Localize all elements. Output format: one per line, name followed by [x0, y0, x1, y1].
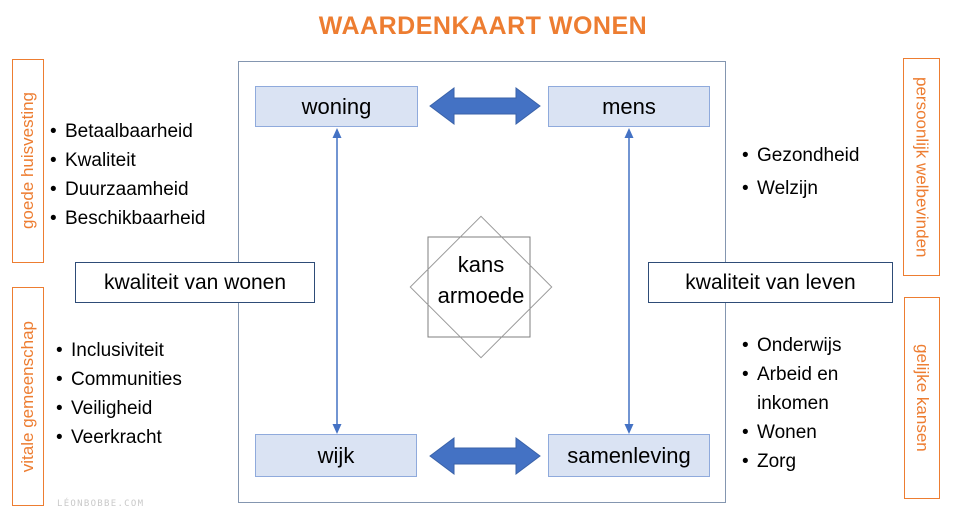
list-item: • Wonen: [742, 418, 870, 447]
node-woning: woning: [255, 86, 418, 127]
list-item-text: Kwaliteit: [65, 150, 136, 171]
bullet-icon: •: [742, 364, 749, 385]
list-item: • Onderwijs: [742, 331, 870, 360]
list-item: • Beschikbaarheid: [50, 204, 205, 233]
list-item: • Gezondheid: [742, 139, 859, 172]
side-label-goede-huisvesting: goede huisvesting: [12, 59, 44, 263]
list-item: • Zorg: [742, 447, 870, 476]
list-item-text: Communities: [71, 369, 182, 390]
bullet-icon: •: [742, 335, 749, 356]
bullet-icon: •: [56, 340, 63, 361]
list-item: • Inclusiviteit: [56, 336, 182, 365]
list-item-text: Wonen: [757, 422, 817, 443]
bullet-list-vitale-gemeenschap: • Inclusiviteit • Communities • Veiligheid • Ve…: [56, 336, 182, 452]
list-item: • Communities: [56, 365, 182, 394]
page-title: WAARDENKAART WONEN: [318, 12, 648, 40]
bullet-icon: •: [742, 145, 749, 166]
bullet-list-goede-huisvesting: • Betaalbaarheid • Kwaliteit • Duurzaamheid • B…: [50, 117, 205, 233]
node-wijk: wijk: [255, 434, 417, 477]
bullet-list-gelijke-kansen: • Onderwijs • Arbeid en inkomen • Wonen • Zorg: [742, 331, 870, 476]
bullet-icon: •: [50, 150, 57, 171]
side-label-text: persoonlijk welbevinden: [912, 76, 932, 258]
center-star-line1: kans: [457, 252, 505, 277]
watermark: LÉONBOBBE.COM: [57, 499, 145, 509]
bullet-icon: •: [50, 121, 57, 142]
list-item-text: Welzijn: [757, 178, 818, 199]
center-star-line2: armoede: [437, 283, 525, 308]
list-item: • Veerkracht: [56, 423, 182, 452]
list-item-text: Betaalbaarheid: [65, 121, 193, 142]
side-label-text: gelijke kansen: [913, 344, 932, 452]
list-item-text: Beschikbaarheid: [65, 208, 206, 229]
list-item-text: Duurzaamheid: [65, 179, 189, 200]
bullet-icon: •: [742, 422, 749, 443]
label-kwaliteit-van-leven: kwaliteit van leven: [648, 262, 893, 303]
list-item-text: Gezondheid: [757, 145, 860, 166]
bullet-list-persoonlijk-welbevinden: • Gezondheid • Welzijn: [742, 139, 859, 205]
side-label-persoonlijk-welbevinden: persoonlijk welbevinden: [903, 58, 940, 276]
side-label-vitale-gemeenschap: vitale gemeenschap: [12, 287, 44, 506]
node-mens: mens: [548, 86, 710, 127]
label-kwaliteit-van-wonen: kwaliteit van wonen: [75, 262, 315, 303]
side-label-text: vitale gemeenschap: [18, 320, 37, 473]
side-label-gelijke-kansen: gelijke kansen: [904, 297, 940, 499]
list-item: • Arbeid en inkomen: [742, 360, 870, 418]
list-item-text: Inclusiviteit: [71, 340, 164, 361]
center-star-label: kans armoede: [399, 249, 563, 311]
bullet-icon: •: [742, 178, 749, 199]
list-item-text: Onderwijs: [757, 335, 842, 356]
bullet-icon: •: [56, 398, 63, 419]
list-item-text: Zorg: [757, 451, 797, 472]
side-label-text: goede huisvesting: [18, 92, 37, 230]
bullet-icon: •: [56, 369, 63, 390]
list-item: • Betaalbaarheid: [50, 117, 205, 146]
list-item-text: Veerkracht: [71, 427, 162, 448]
bullet-icon: •: [50, 179, 57, 200]
list-item: • Veiligheid: [56, 394, 182, 423]
node-samenleving: samenleving: [548, 434, 710, 477]
bullet-icon: •: [742, 451, 749, 472]
bullet-icon: •: [56, 427, 63, 448]
list-item-text: Arbeid en inkomen: [757, 364, 839, 414]
list-item: • Duurzaamheid: [50, 175, 205, 204]
list-item: • Welzijn: [742, 172, 859, 205]
bullet-icon: •: [50, 208, 57, 229]
list-item-text: Veiligheid: [71, 398, 153, 419]
list-item: • Kwaliteit: [50, 146, 205, 175]
